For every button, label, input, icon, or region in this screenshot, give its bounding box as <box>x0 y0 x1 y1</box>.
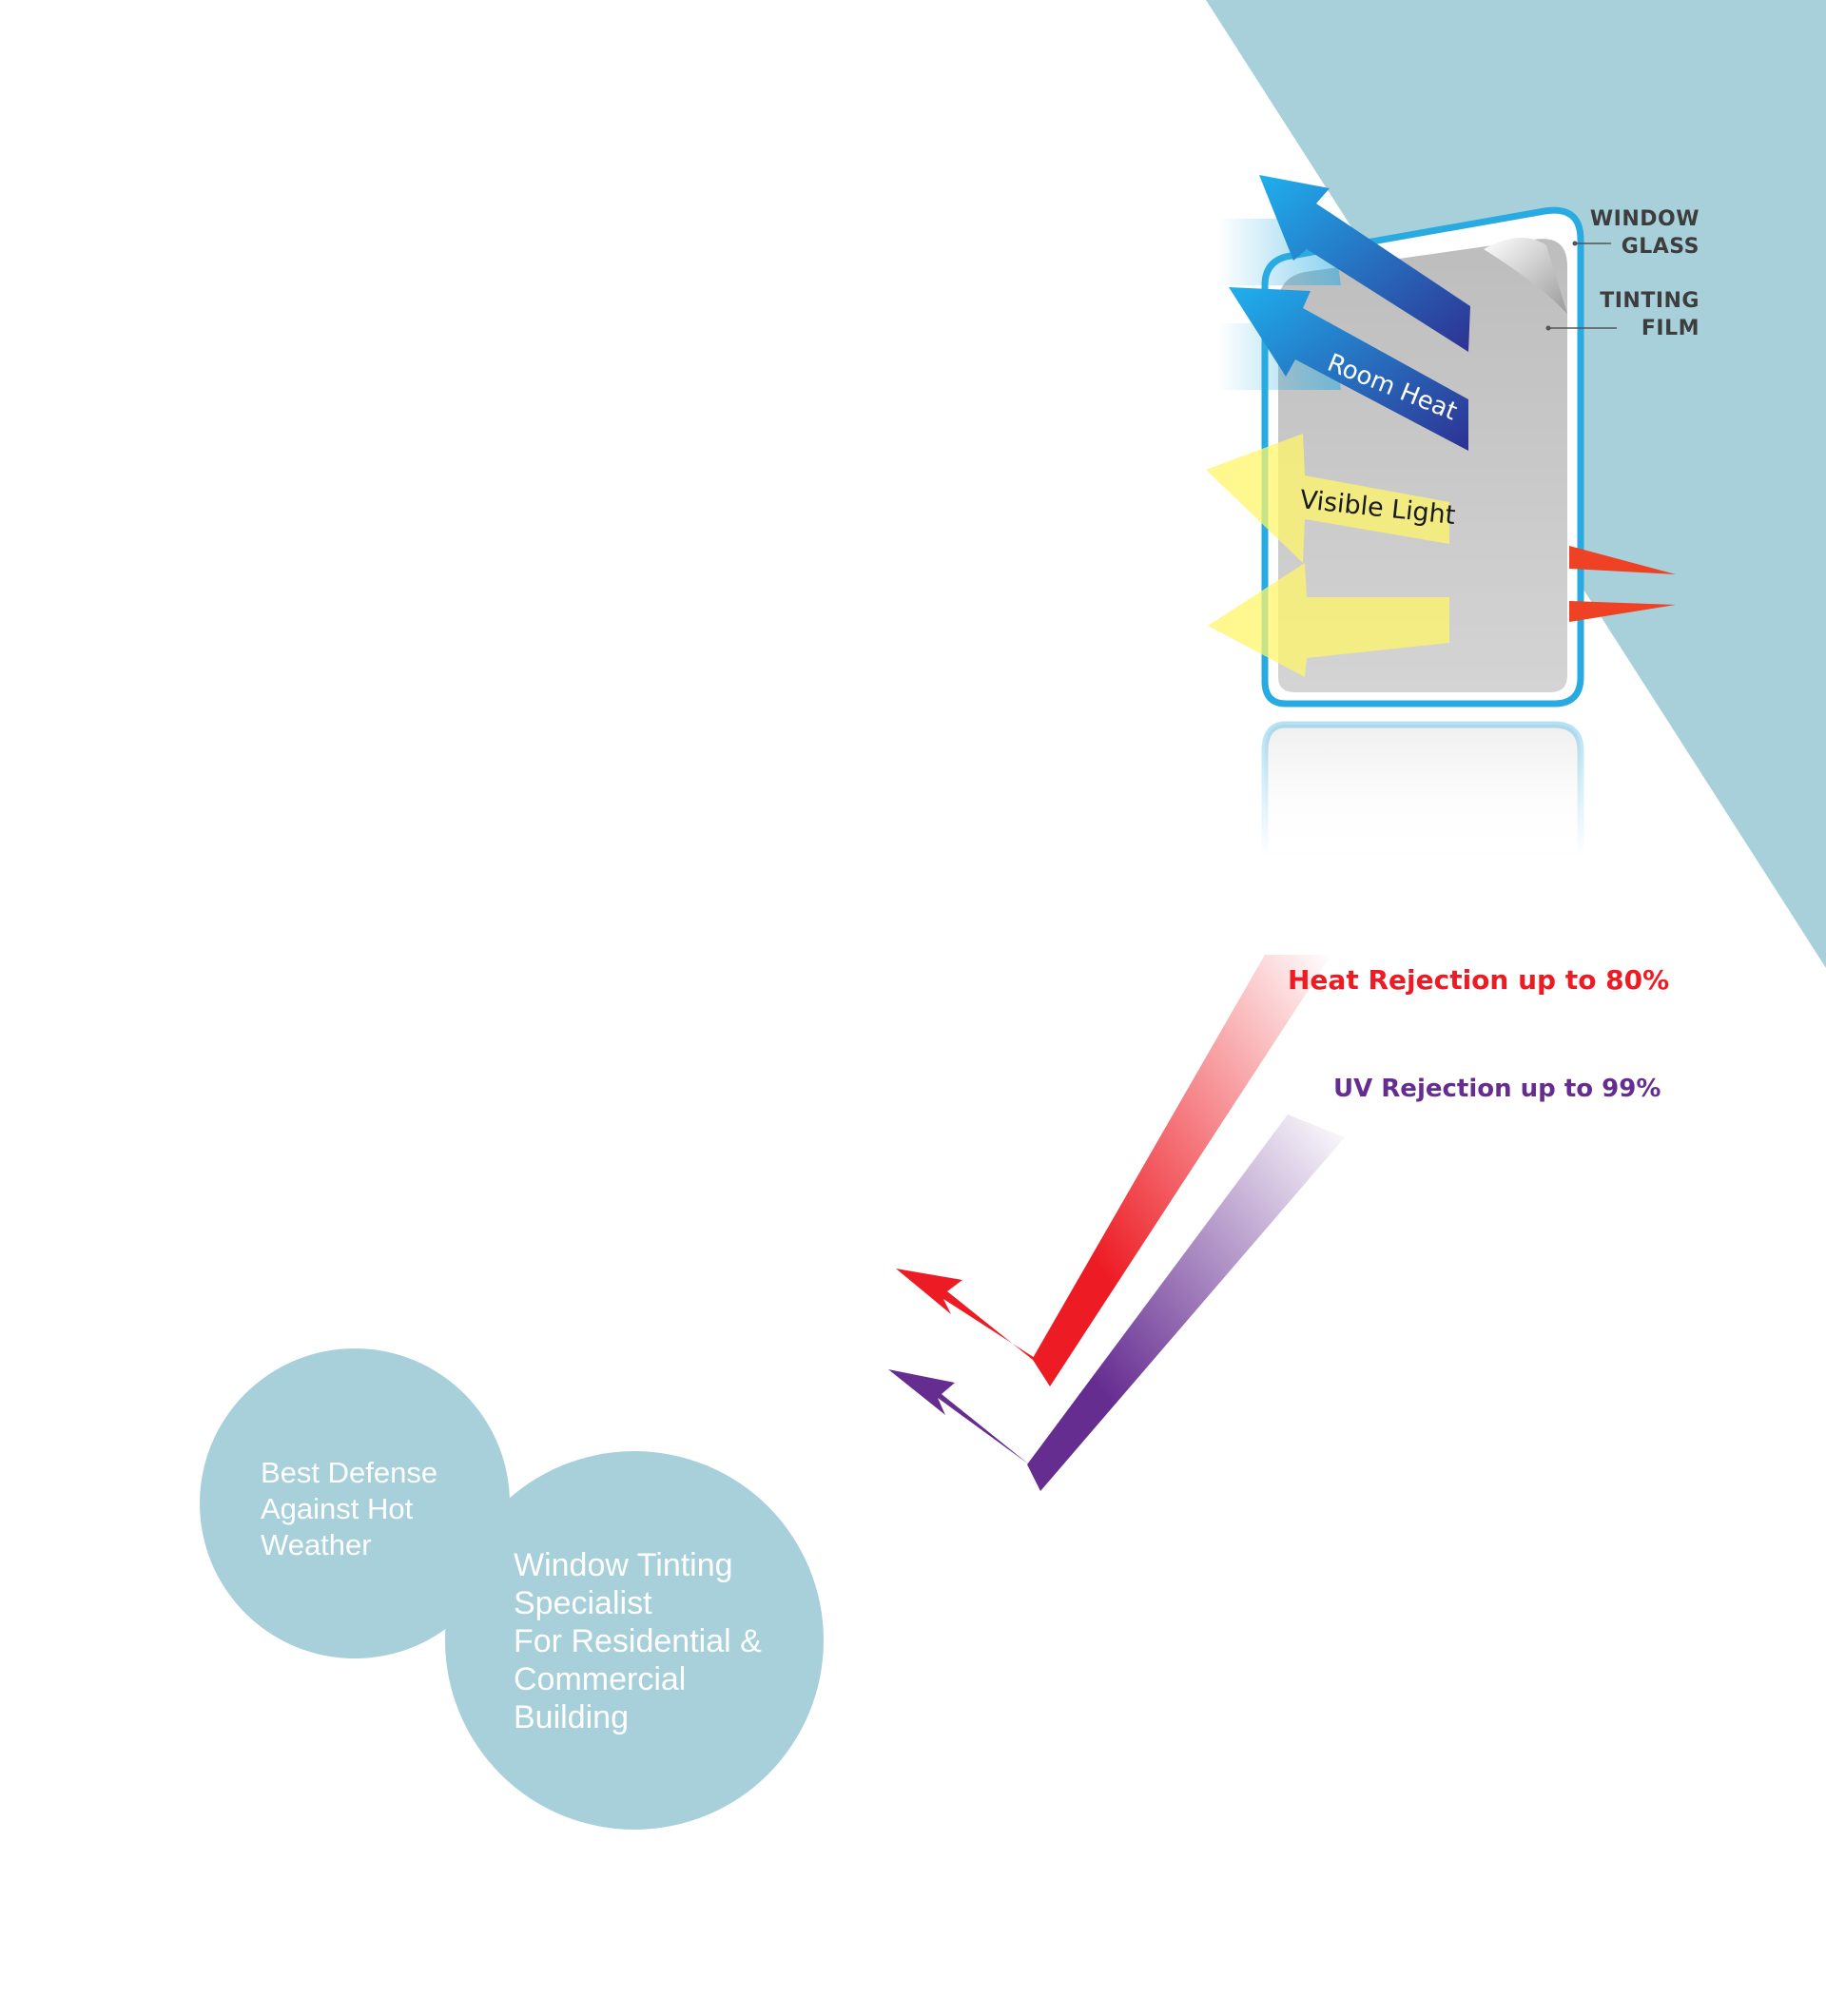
window-diagram: Room Heat Visible Light <box>1206 175 1676 860</box>
uv-rejection-trail <box>1027 1115 1345 1491</box>
visible-light-arrow-icon <box>1208 563 1449 677</box>
visible-light-arrow-icon <box>1206 434 1449 563</box>
small-circle-text: Best Defense Against Hot Weather <box>261 1456 438 1561</box>
tinting-film-label: TINTING FILM <box>1600 289 1700 340</box>
heat-out-arrow-icon <box>1569 601 1676 622</box>
room-heat-arrow-icon <box>1259 175 1470 352</box>
film-leader-dot <box>1545 325 1551 331</box>
uv-rejection-label: UV Rejection up to 99% <box>1333 1075 1661 1103</box>
large-info-circle <box>445 1451 824 1830</box>
glass-leader-dot <box>1572 241 1578 246</box>
rejection-arrows <box>888 955 1345 1491</box>
uv-rejection-arrow-icon <box>888 1369 1040 1491</box>
heat-rejection-trail <box>1033 955 1331 1386</box>
window-glass-label: WINDOW GLASS <box>1589 207 1700 259</box>
film-peel-curl-icon <box>1484 237 1567 314</box>
large-circle-text: Window Tinting Specialist For Residentia… <box>514 1547 762 1735</box>
heat-rejection-arrow-icon <box>896 1269 1050 1386</box>
heat-rejection-label: Heat Rejection up to 80% <box>1288 964 1670 996</box>
window-reflection <box>1261 721 1584 860</box>
room-heat-arrow-icon <box>1229 287 1468 451</box>
heat-out-arrow-icon <box>1569 546 1676 574</box>
